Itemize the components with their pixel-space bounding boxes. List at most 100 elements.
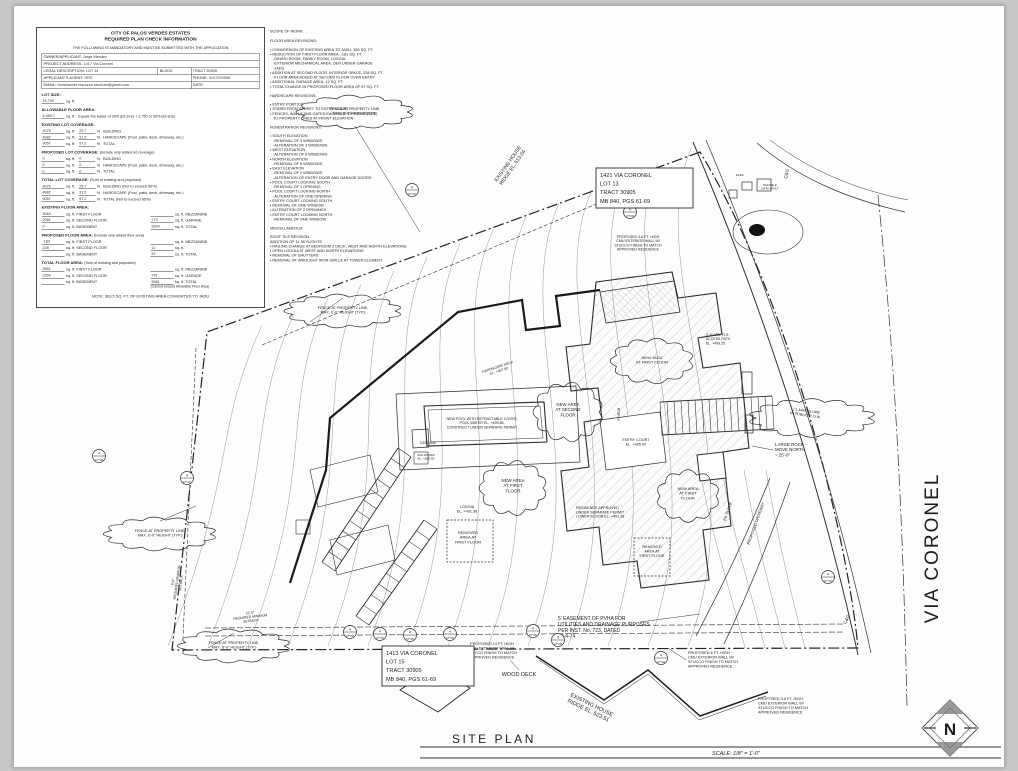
scope-line: -JADU bbox=[270, 65, 285, 71]
plan-label: 9'-0"REQUIRED MINIMUMSETBACK bbox=[169, 565, 186, 601]
contour-line bbox=[247, 297, 329, 647]
contour-line bbox=[743, 469, 786, 649]
owner-value: Jorge Mendez bbox=[82, 54, 107, 60]
email-value: homeowner.resource.services@gmail.com bbox=[57, 82, 129, 88]
scope-line: • REDUCTION OF FIRST FLOOR AREA, -181 SQ… bbox=[270, 51, 363, 57]
phone-label: PHONE: bbox=[192, 75, 208, 81]
contour-line bbox=[447, 230, 494, 647]
svg-text:47°30': 47°30' bbox=[95, 458, 104, 462]
scope-line: • EAST ELEVATION bbox=[270, 166, 305, 171]
survey-marker: 4 47°30' bbox=[180, 471, 194, 485]
legal-lot-value: LOT 14 bbox=[85, 68, 99, 74]
svg-text:47°30': 47°30' bbox=[346, 634, 355, 638]
scope-line: -REMOVAL OF 1 OPENING bbox=[270, 184, 321, 190]
scope-line: • TOTAL CHANGE IN PROPOSED FLOOR AREA OF… bbox=[270, 84, 380, 89]
scope-line: • POOL COURT LOOKING SOUTH bbox=[270, 179, 330, 185]
survey-marker: 447°30' bbox=[623, 205, 637, 219]
svg-text:47°30': 47°30' bbox=[626, 214, 635, 218]
plan-label: NEW POOL WITH RETRACTABLE COVER,POOL WAT… bbox=[446, 417, 518, 429]
scope-line: • ENTRY PORTICO bbox=[270, 102, 304, 107]
contour-line bbox=[765, 469, 806, 649]
contour-line bbox=[567, 189, 595, 647]
plan-label: PHONE &DATA VAULT bbox=[761, 183, 779, 191]
contour-line bbox=[721, 469, 766, 649]
applicant-table: OWNER/APPLICANT: Jorge Mendez PROJECT AD… bbox=[41, 53, 260, 89]
contour-line bbox=[287, 284, 362, 647]
svg-text:4: 4 bbox=[449, 630, 451, 634]
scope-line: ADDITION OF 11 SKYLIGHTS bbox=[270, 239, 322, 244]
survey-marker: 447°30' bbox=[821, 570, 835, 584]
tower-element bbox=[696, 451, 727, 482]
plan-label: C&G bbox=[842, 613, 851, 624]
plan-label: 2% SLOPE bbox=[722, 501, 734, 522]
svg-text:1413 VIA CORONEL: 1413 VIA CORONEL bbox=[386, 651, 438, 657]
scale-label: SCALE: 1/8" = 1'-0" bbox=[712, 751, 761, 757]
contour-line bbox=[167, 324, 263, 647]
plan-label: WOOD DECK bbox=[502, 672, 537, 678]
svg-text:47°30': 47°30' bbox=[554, 642, 563, 646]
survey-marker: 447°30' bbox=[443, 627, 457, 641]
plan-label: 2:1 MAX SLOPEIN PUBLIC R.O.W. bbox=[790, 407, 822, 420]
plan-label: ELEC bbox=[736, 173, 745, 177]
owner-label: OWNER/APPLICANT: bbox=[43, 54, 82, 60]
svg-text:4: 4 bbox=[660, 654, 662, 658]
allowable-floor-area-section: ALLOWABLE FLOOR AREA: 6,489.7 sq. ft. Eq… bbox=[41, 107, 176, 119]
plan-check-form: CITY OF PALOS VERDES ESTATES REQUIRED PL… bbox=[36, 27, 265, 308]
large-rock bbox=[749, 224, 765, 236]
removed-area-west bbox=[446, 519, 494, 563]
form-mandate: THE FOLLOWING IS MANDATORY AND MUST BE S… bbox=[72, 45, 229, 50]
contour-line bbox=[327, 270, 395, 647]
rock-and-utilities bbox=[728, 178, 804, 255]
scope-line: -REMOVAL OF 6 WINDOWS bbox=[270, 161, 323, 166]
svg-text:47°30': 47°30' bbox=[183, 480, 192, 484]
scope-section-fenestration: FENESTRATION REVISIONS: • SOUTH ELEVATIO… bbox=[270, 125, 465, 222]
svg-text:4: 4 bbox=[827, 573, 829, 577]
contour-line bbox=[367, 257, 428, 647]
form-title-city: CITY OF PALOS VERDES ESTATES bbox=[110, 30, 191, 37]
jadu-note: NOTE: 363.5 SQ. FT. OF EXISTING AREA CON… bbox=[91, 294, 210, 299]
entry-stairs bbox=[659, 395, 775, 436]
plan-label: HARDSCAPE DECKEL. +497.50 bbox=[482, 360, 516, 378]
scope-line: • CONVERSION OF EXISTING AREA TO JADU, 3… bbox=[270, 47, 374, 52]
date-label: DATE: bbox=[192, 82, 204, 88]
north-arrow-icon: N bbox=[921, 699, 979, 757]
total-coverage-section: TOTAL LOT COVERAGE: (Sum of existing and… bbox=[41, 178, 260, 202]
svg-text:4: 4 bbox=[186, 474, 188, 478]
scope-line: TO PROPERTY LINES AT FRONT ELEVATION bbox=[270, 115, 354, 121]
removed-area-south bbox=[633, 537, 671, 577]
entry-court bbox=[599, 411, 667, 471]
scope-line: • REMOVAL OF WROUGHT IRON GRILLE AT TOWE… bbox=[270, 257, 383, 263]
jadu-block bbox=[599, 280, 681, 324]
revision-cloud bbox=[295, 94, 413, 130]
survey-marker: 447°30' bbox=[654, 651, 668, 665]
svg-text:4: 4 bbox=[379, 630, 381, 634]
scope-line: • ENTRY COURT LOOKING NORTH bbox=[270, 212, 333, 217]
scope-line: • NORTH ELEVATION bbox=[270, 156, 308, 162]
survey-marker: 447°30' bbox=[92, 449, 106, 463]
property-boundary bbox=[171, 151, 859, 651]
survey-marker: 447°30' bbox=[405, 183, 419, 197]
